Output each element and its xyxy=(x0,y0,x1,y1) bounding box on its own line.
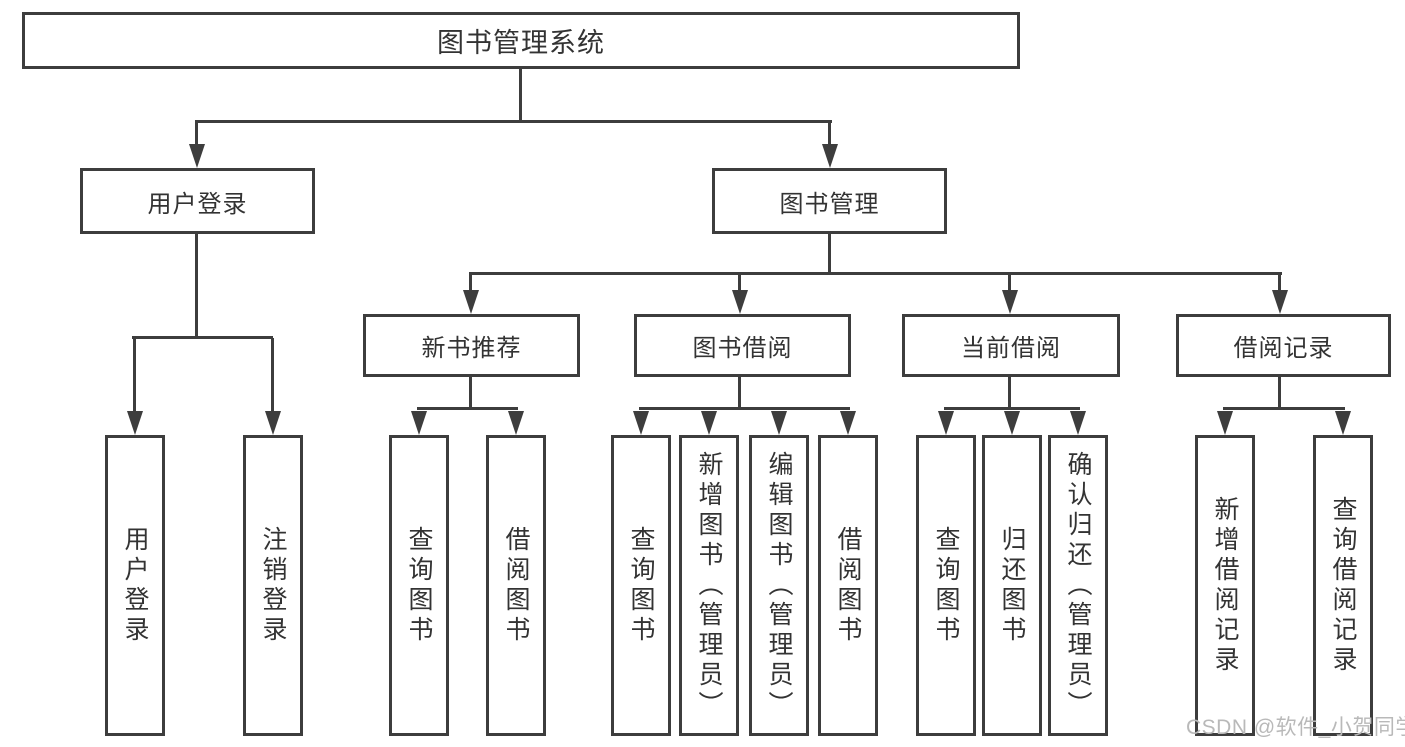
arrow-down-icon xyxy=(265,411,281,435)
arrow-down-icon xyxy=(771,411,787,435)
line-new-book-stem xyxy=(469,375,472,409)
line-book-management-stem xyxy=(828,233,831,275)
leaf-query-books-borrow: 查询图书 xyxy=(611,435,671,736)
leaf-logout: 注销登录 xyxy=(243,435,303,736)
arrow-down-icon xyxy=(938,411,954,435)
line-drop-user-login xyxy=(195,122,198,146)
node-user-login-label: 用户登录 xyxy=(147,190,248,218)
line-drop-book-management xyxy=(828,122,831,146)
arrow-down-icon xyxy=(1217,411,1233,435)
arrow-down-icon xyxy=(463,290,479,314)
line-user-login-bar xyxy=(132,336,273,339)
leaf-return-books: 归还图书 xyxy=(982,435,1042,736)
node-root-label: 图书管理系统 xyxy=(437,28,605,58)
line-drop-borrow-record xyxy=(1278,274,1281,292)
leaf-query-borrow-record: 查询借阅记录 xyxy=(1313,435,1373,736)
line-current-borrow-stem xyxy=(1008,375,1011,409)
arrow-down-icon xyxy=(1004,411,1020,435)
node-new-book-recommend-label: 新书推荐 xyxy=(421,335,522,362)
arrow-down-icon xyxy=(127,411,143,435)
line-drop-new-book xyxy=(469,274,472,292)
line-root-stem xyxy=(519,68,522,122)
leaf-confirm-return-admin: 确认归还（管理员） xyxy=(1048,435,1108,736)
node-current-borrow: 当前借阅 xyxy=(902,314,1120,377)
leaf-edit-books-admin: 编辑图书（管理员） xyxy=(749,435,809,736)
leaf-add-borrow-record: 新增借阅记录 xyxy=(1195,435,1255,736)
arrow-down-icon xyxy=(840,411,856,435)
arrow-down-icon xyxy=(411,411,427,435)
node-book-management: 图书管理 xyxy=(712,168,947,234)
leaf-query-books-current: 查询图书 xyxy=(916,435,976,736)
arrow-down-icon xyxy=(189,144,205,168)
node-borrow-record: 借阅记录 xyxy=(1176,314,1391,377)
arrow-down-icon xyxy=(1002,290,1018,314)
line-user-login-stem xyxy=(195,233,198,338)
arrow-down-icon xyxy=(508,411,524,435)
line-level3-bar xyxy=(469,272,1282,275)
line-borrow-record-bar xyxy=(1223,407,1345,410)
leaf-query-books-recommend: 查询图书 xyxy=(389,435,449,736)
node-user-login: 用户登录 xyxy=(80,168,315,234)
line-level1-bar xyxy=(195,120,832,123)
arrow-down-icon xyxy=(633,411,649,435)
leaf-borrow-books: 借阅图书 xyxy=(818,435,878,736)
node-root: 图书管理系统 xyxy=(22,12,1020,69)
leaf-borrow-books-recommend: 借阅图书 xyxy=(486,435,546,736)
line-new-book-bar xyxy=(417,407,518,410)
node-book-borrow-label: 图书借阅 xyxy=(692,335,793,362)
leaf-user-login: 用户登录 xyxy=(105,435,165,736)
line-drop-leaf-logout xyxy=(271,338,274,413)
node-current-borrow-label: 当前借阅 xyxy=(961,335,1061,362)
arrow-down-icon xyxy=(732,290,748,314)
node-book-management-label: 图书管理 xyxy=(779,190,880,218)
leaf-add-books-admin: 新增图书（管理员） xyxy=(679,435,739,736)
arrow-down-icon xyxy=(822,144,838,168)
node-borrow-record-label: 借阅记录 xyxy=(1233,335,1334,362)
csdn-watermark: CSDN @软件_小贺同学 xyxy=(1186,716,1405,739)
line-book-borrow-bar xyxy=(639,407,850,410)
arrow-down-icon xyxy=(1335,411,1351,435)
line-drop-leaf-user-login xyxy=(133,338,136,413)
node-book-borrow: 图书借阅 xyxy=(634,314,851,377)
arrow-down-icon xyxy=(1070,411,1086,435)
line-drop-book-borrow xyxy=(738,274,741,292)
line-drop-current-borrow xyxy=(1008,274,1011,292)
arrow-down-icon xyxy=(701,411,717,435)
line-current-borrow-bar xyxy=(944,407,1080,410)
line-borrow-record-stem xyxy=(1278,375,1281,409)
line-book-borrow-stem xyxy=(738,375,741,409)
arrow-down-icon xyxy=(1272,290,1288,314)
node-new-book-recommend: 新书推荐 xyxy=(363,314,580,377)
